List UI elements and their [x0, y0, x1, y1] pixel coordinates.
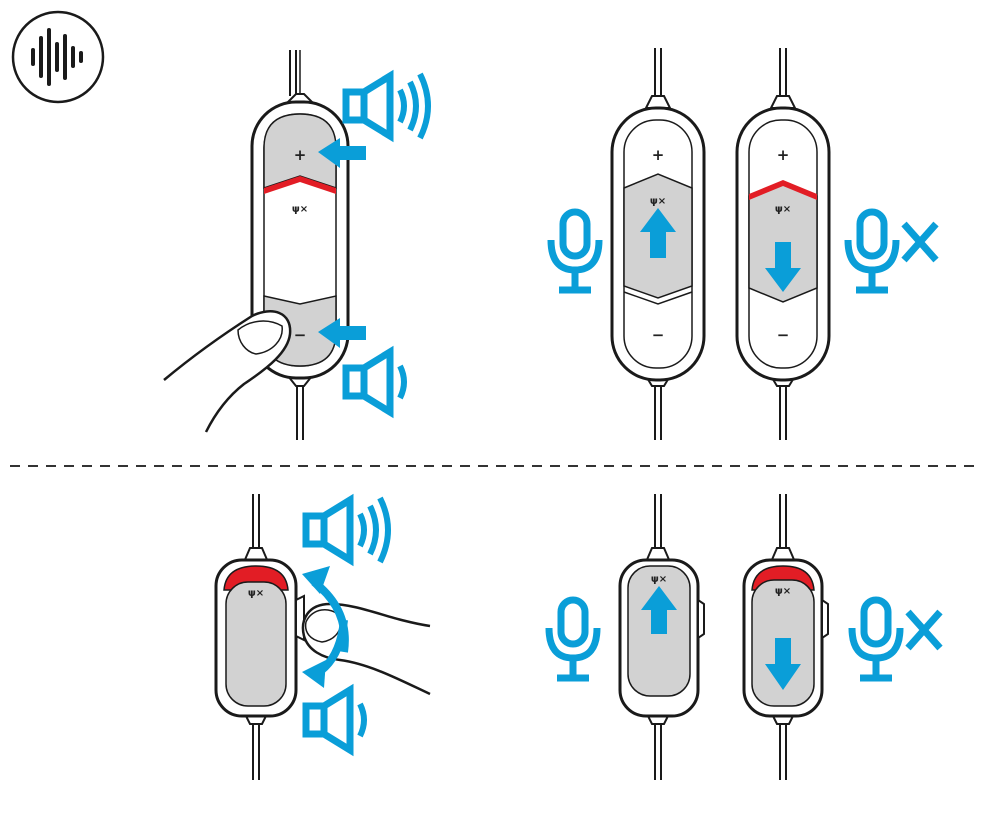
speaker-volume-down-icon — [306, 690, 367, 750]
arrow-down-icon — [765, 638, 801, 690]
arrow-left-icon — [318, 318, 366, 348]
finger-illustration — [301, 602, 431, 696]
mute-label: ψ× — [248, 588, 264, 599]
mute-slide-compact-illustration: ψ× ψ× — [549, 494, 943, 780]
speaker-volume-down-icon — [346, 352, 407, 412]
minus-label: − — [294, 326, 307, 344]
mute-label: ψ× — [650, 196, 666, 207]
plus-label: + — [294, 146, 307, 164]
arrow-up-icon — [640, 208, 676, 258]
speaker-volume-up-icon — [306, 498, 391, 562]
rotate-arrows-icon — [302, 566, 349, 688]
plus-label: + — [652, 146, 665, 164]
microphone-muted-icon — [852, 600, 943, 678]
speaker-volume-up-icon — [346, 74, 431, 138]
microphone-muted-icon — [848, 212, 939, 290]
mute-label: ψ× — [651, 574, 667, 585]
volume-press-illustration: + ψ× − — [163, 50, 431, 440]
mute-slide-illustration: + ψ× − + ψ× − — [551, 48, 939, 440]
plus-label: + — [777, 146, 790, 164]
mute-label: ψ× — [292, 204, 308, 215]
microphone-icon — [549, 600, 597, 678]
mute-label: ψ× — [775, 586, 791, 597]
finger-illustration — [163, 310, 292, 433]
minus-label: − — [777, 326, 790, 344]
microphone-icon — [551, 212, 599, 290]
arrow-up-icon — [641, 586, 677, 634]
minus-label: − — [652, 326, 665, 344]
arrow-down-icon — [765, 242, 801, 292]
arrow-left-icon — [318, 138, 366, 168]
sound-wave-icon — [11, 10, 105, 104]
mute-label: ψ× — [775, 204, 791, 215]
volume-wheel-illustration: ψ× — [214, 494, 431, 780]
